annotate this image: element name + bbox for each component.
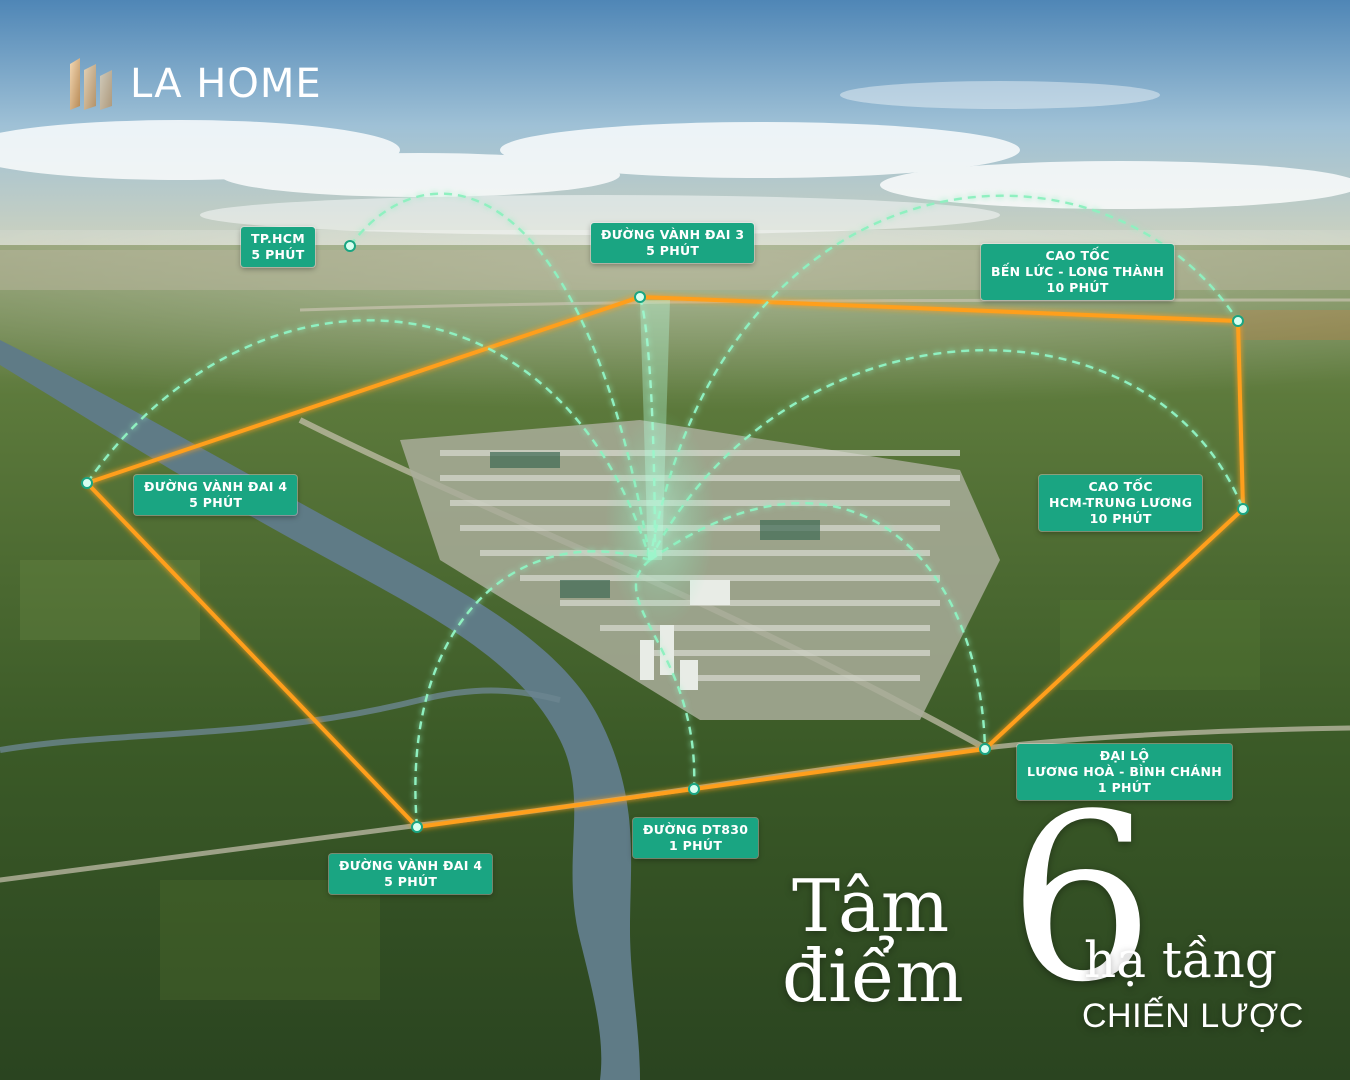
label-line: 10 PHÚT <box>1046 280 1109 295</box>
slogan-line-3: hạ tầng <box>1084 931 1277 989</box>
label-line: 5 PHÚT <box>189 495 243 510</box>
lahome-emblem-icon <box>70 58 112 110</box>
label-line: 5 PHÚT <box>251 247 305 262</box>
label-line: ĐƯỜNG VÀNH ĐAI 4 <box>144 479 288 494</box>
brand-logo: LA HOME <box>66 56 321 112</box>
development-site <box>400 410 1000 720</box>
node-points <box>81 240 1249 833</box>
canal <box>0 687 561 753</box>
label-hcm-trung-luong: CAO TỐC HCM-TRUNG LƯƠNG 10 PHÚT <box>1039 475 1203 531</box>
label-line: 5 PHÚT <box>646 243 700 258</box>
label-line: CAO TỐC <box>1045 248 1110 263</box>
label-line: LƯƠNG HOÀ - BÌNH CHÁNH <box>1027 764 1223 779</box>
slogan-number: 6 <box>1008 766 1155 1033</box>
central-beam <box>640 300 670 560</box>
clouds <box>0 81 1350 235</box>
label-line: 5 PHÚT <box>384 874 438 889</box>
connection-arcs <box>86 192 1245 828</box>
label-vanh-dai-4-west: ĐƯỜNG VÀNH ĐAI 4 5 PHÚT <box>134 475 298 515</box>
label-line: BẾN LỨC - LONG THÀNH <box>991 264 1165 279</box>
slogan-line-4: CHIẾN LƯỢC <box>1082 997 1304 1035</box>
label-line: ĐƯỜNG VÀNH ĐAI 3 <box>601 227 745 242</box>
label-line: HCM-TRUNG LƯƠNG <box>1049 495 1193 510</box>
label-tphcm: TP.HCM 5 PHÚT <box>241 227 316 267</box>
label-line: ĐƯỜNG DT830 <box>643 822 749 837</box>
label-ben-luc-long-thanh: CAO TỐC BẾN LỨC - LONG THÀNH 10 PHÚT <box>981 244 1175 300</box>
label-line: 1 PHÚT <box>1097 780 1152 795</box>
label-line: 1 PHÚT <box>669 838 723 853</box>
brand-name: LA HOME <box>130 61 322 107</box>
label-line: ĐẠI LỘ <box>1099 748 1150 763</box>
label-vanh-dai-3: ĐƯỜNG VÀNH ĐAI 3 5 PHÚT <box>591 223 755 263</box>
label-line: 10 PHÚT <box>1089 511 1152 526</box>
label-vanh-dai-4-south: ĐƯỜNG VÀNH ĐAI 4 5 PHÚT <box>329 854 493 894</box>
label-line: TP.HCM <box>251 231 306 246</box>
farmland <box>20 310 1350 1000</box>
label-dt830: ĐƯỜNG DT830 1 PHÚT <box>633 818 759 858</box>
slogan-line-2: điểm <box>782 934 964 1018</box>
slogan-line-1: Tâm <box>792 864 950 948</box>
label-line: ĐƯỜNG VÀNH ĐAI 4 <box>339 858 483 873</box>
label-luong-hoa-binh-chanh: ĐẠI LỘ LƯƠNG HOÀ - BÌNH CHÁNH 1 PHÚT <box>1017 744 1233 800</box>
boundary-route <box>85 295 1245 829</box>
label-line: CAO TỐC <box>1088 479 1153 494</box>
